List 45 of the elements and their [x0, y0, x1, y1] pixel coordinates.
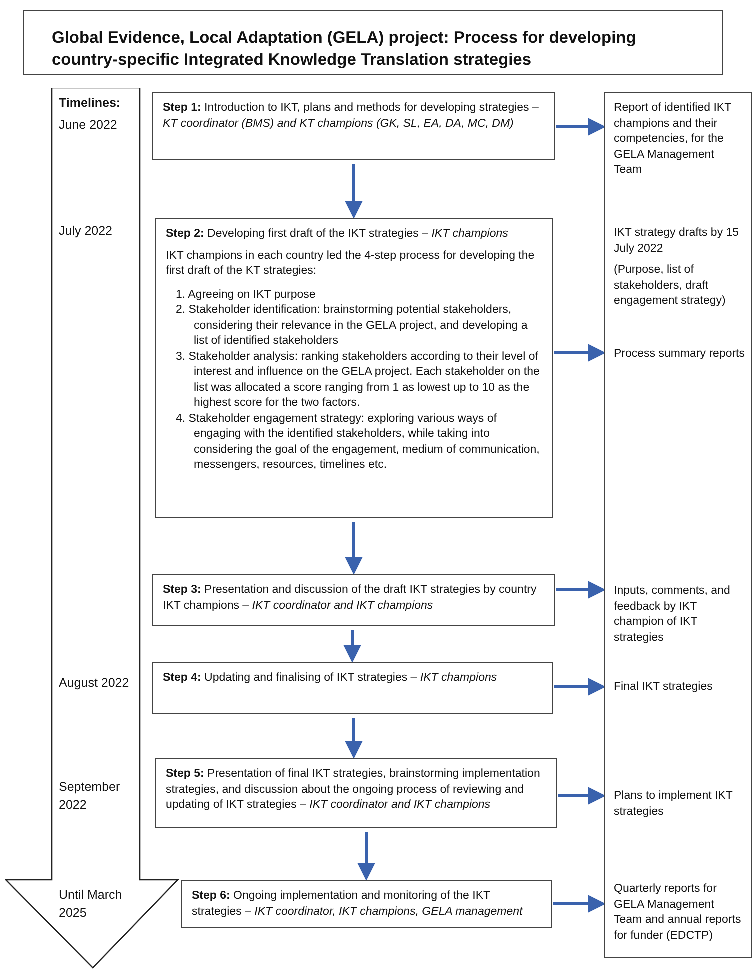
arrow	[558, 787, 606, 805]
timeline-date: August 2022	[59, 675, 130, 692]
arrow	[358, 832, 376, 881]
step-text: Plans to implement IKT strategies	[614, 789, 734, 820]
step-text: Step 2: Developing first draft of the IKT strategies – IKT champions	[166, 227, 510, 242]
step-text: Step 5: Presentation of final IKT strategies, brainstorming implementation strategies, and discussion about the ongoing process of reviewing and updating of IKT strategies – IKT coordinator and IKT champions	[166, 767, 542, 813]
step-box	[181, 880, 552, 928]
step-box	[152, 92, 555, 160]
timeline-date: September 2022	[59, 779, 122, 814]
panel-box	[604, 92, 752, 958]
step-text: Step 4: Updating and finalising of IKT strategies – IKT champions	[163, 671, 498, 686]
list-item: 4. Stakeholder engagement strategy: exploring various ways of engaging with the identified stakeholders, while taking into considering the goal of the engagement, medium of communication, messengers, resources, timelines etc.	[175, 412, 541, 473]
paragraph: (Purpose, list of stakeholders, draft engagement strategy)	[614, 263, 727, 309]
step-text: Step 3: Presentation and discussion of the draft IKT strategies by country IKT champions – IKT coordinator and IKT champions	[163, 583, 538, 614]
arrow	[345, 164, 363, 219]
timeline-date: Until March 2025	[59, 887, 124, 922]
paragraph: IKT champions in each country led the 4-step process for developing the first draft of the KT strategies:	[166, 248, 536, 279]
arrow	[554, 344, 606, 362]
arrow	[345, 718, 363, 759]
list-item: 3. Stakeholder analysis: ranking stakeholders according to their level of interest and influence on the GELA project. Each stakeholder on the list was allocated a score ranging from 1 as lowest up to 10 as the highest score for the two factors.	[175, 350, 541, 411]
step-text: IKT strategy drafts by 15 July 2022	[614, 226, 740, 256]
step-text: Inputs, comments, and feedback by IKT champion of IKT strategies	[614, 584, 732, 646]
step-box	[155, 218, 553, 518]
arrow	[556, 118, 606, 136]
step-text: Step 1: Introduction to IKT, plans and methods for developing strategies – KT coordinator (BMS) and KT champions (GK, SL, EA, DA, MC, DM)	[163, 101, 540, 132]
step-box	[155, 758, 557, 828]
arrow	[553, 895, 606, 913]
list-item: 1. Agreeing on IKT purpose	[175, 288, 317, 302]
arrow	[554, 678, 606, 696]
title-text: Global Evidence, Local Adaptation (GELA) project: Process for developing country-specific Integrated Knowledge Translation strategies	[52, 28, 638, 71]
step-text: Report of identified IKT champions and their competencies, for the GELA Management Team	[614, 101, 732, 178]
title-box	[23, 10, 723, 75]
timeline-date: June 2022	[59, 117, 118, 134]
step-text: Quarterly reports for GELA Management Team and annual reports for funder (EDCTP)	[614, 882, 742, 944]
list-item: 2. Stakeholder identification: brainstorming potential stakeholders, considering their relevance in the GELA project, and developing a list of identified stakeholders	[175, 303, 529, 349]
step-text: Final IKT strategies	[614, 680, 714, 695]
timeline-date: July 2022	[59, 223, 114, 240]
arrow	[556, 581, 606, 599]
arrow	[344, 630, 362, 663]
step-text: Process summary reports	[614, 347, 745, 362]
step-box	[152, 574, 555, 626]
arrow	[345, 522, 363, 575]
step-text: Step 6: Ongoing implementation and monitoring of the IKT strategies – IKT coordinator, IKT champions, GELA management	[192, 889, 524, 920]
timeline-heading: Timelines:	[59, 95, 122, 112]
step-box	[152, 662, 553, 714]
